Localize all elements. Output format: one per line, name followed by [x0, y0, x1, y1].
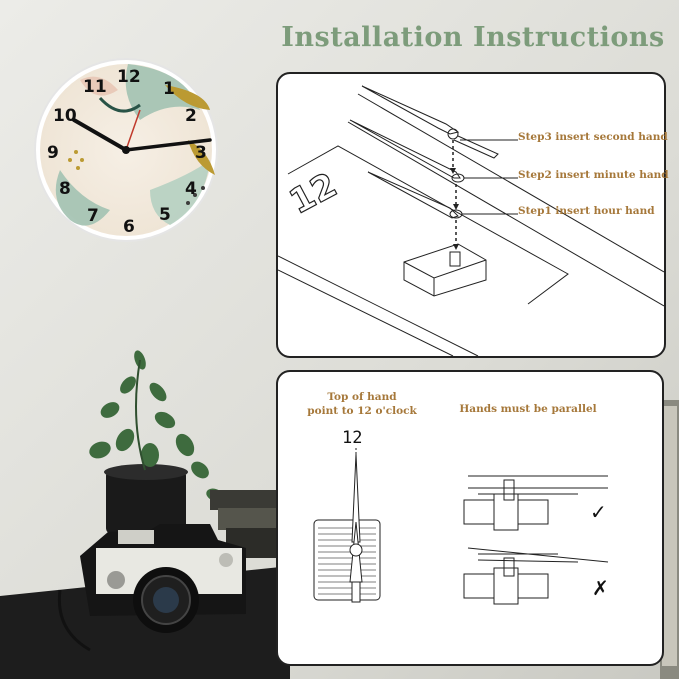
alignment-diagram	[313, 448, 609, 605]
diagram-number-12: 12	[283, 165, 344, 223]
clock-numeral: 6	[123, 217, 135, 237]
clock-numeral: 4	[185, 179, 197, 199]
clock-numeral: 7	[87, 206, 99, 226]
clock-numeral: 3	[195, 143, 207, 163]
installation-steps-panel: 12 Step3 insert second hand Step2 insert…	[276, 72, 669, 358]
clock-numeral: 12	[117, 67, 141, 87]
clock-numeral: 10	[53, 106, 77, 126]
clock-numeral: 11	[83, 77, 107, 97]
cross-mark-icon: ✗	[592, 576, 609, 600]
alignment-panel: Top of hand point to 12 o'clock Hands mu…	[276, 370, 664, 666]
top-of-hand-line2: point to 12 o'clock	[307, 405, 417, 417]
exploded-view-diagram: 12	[278, 85, 664, 356]
clock-numeral: 5	[159, 205, 171, 225]
check-mark-icon: ✓	[590, 500, 607, 524]
clock-numeral: 1	[163, 79, 175, 99]
clock-numeral: 8	[59, 179, 71, 199]
step2-label: Step2 insert minute hand	[518, 169, 669, 181]
step3-label: Step3 insert second hand	[518, 131, 668, 143]
step1-label: Step1 insert hour hand	[518, 205, 655, 217]
parallel-note: Hands must be parallel	[459, 403, 597, 415]
hand-number-12: 12	[342, 428, 363, 448]
clock-numeral: 9	[47, 143, 59, 163]
page-title: Installation Instructions	[281, 22, 665, 53]
clock-face: 12 1 2 3 4 5 6 7 8 9 10 11	[35, 59, 217, 241]
clock-numeral: 2	[185, 106, 197, 126]
top-of-hand-line1: Top of hand	[327, 391, 397, 403]
top-of-hand-note: Top of hand point to 12 o'clock	[302, 390, 422, 418]
